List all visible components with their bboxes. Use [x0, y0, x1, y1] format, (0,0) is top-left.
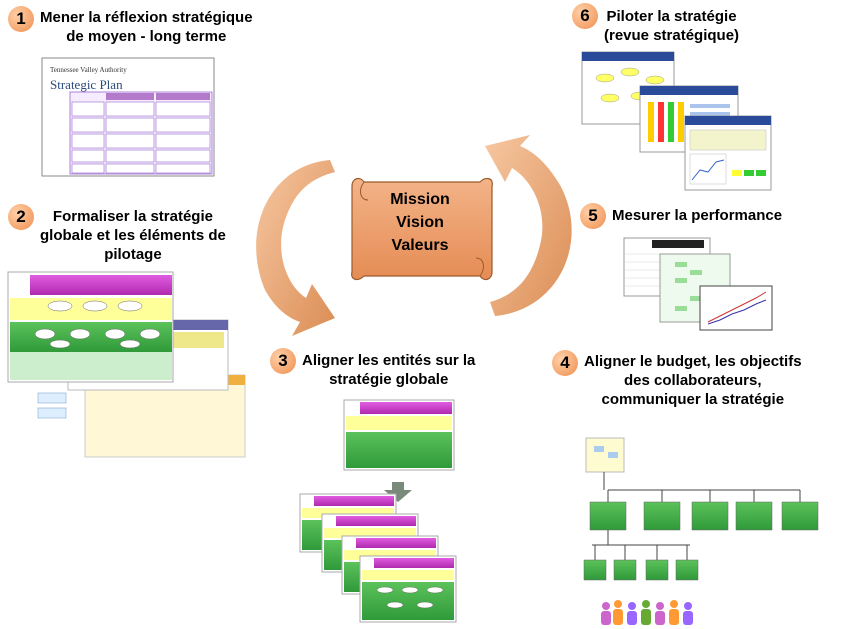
step-2-title: Formaliser la stratégie globale et les é… [40, 208, 226, 263]
mission-vision-values: Mission Vision Valeurs [358, 188, 482, 268]
step-5: 5 Mesurer la performance [580, 203, 782, 229]
tva-plan-title: Strategic Plan [50, 77, 123, 92]
step-3: 3 Aligner les entités sur la stratégie g… [270, 348, 475, 389]
scroll-line-mission: Mission [390, 191, 450, 208]
tva-org-label: Tennessee Valley Authority [50, 66, 127, 74]
left-cycle-arrow-icon [256, 160, 335, 336]
step-4-title: Aligner le budget, les objectifs des col… [584, 353, 802, 408]
mission-scroll [351, 177, 493, 281]
step-6-number: 6 [572, 3, 598, 29]
org-chart-cascade [583, 437, 819, 625]
step-1-title: Mener la réflexion stratégique de moyen … [40, 9, 253, 45]
step-5-number: 5 [580, 203, 606, 229]
step-6: 6 Piloter la stratégie (revue stratégiqu… [572, 3, 739, 45]
entities-alignment-sheets [299, 399, 457, 623]
step-5-title: Mesurer la performance [612, 207, 783, 224]
step-4: 4 Aligner le budget, les objectifs des c… [552, 350, 802, 409]
right-cycle-arrow-icon [485, 135, 572, 316]
step-2-number: 2 [8, 204, 34, 230]
step-3-title: Aligner les entités sur la stratégie glo… [302, 352, 476, 388]
strategic-plan-document: Tennessee Valley Authority Strategic Pla… [41, 57, 215, 177]
strategy-dashboard-screens [581, 51, 772, 191]
strategy-formalization-sheets [7, 271, 246, 458]
step-1-number: 1 [8, 6, 34, 32]
people-group-icon [601, 600, 693, 625]
step-6-title: Piloter la stratégie (revue stratégique) [604, 8, 740, 44]
step-2: 2 Formaliser la stratégie globale et les… [8, 204, 226, 264]
performance-reports [623, 237, 773, 331]
scroll-line-vision: Vision [396, 214, 444, 231]
step-3-number: 3 [270, 348, 296, 374]
scroll-line-values: Valeurs [391, 237, 449, 254]
step-1: 1 Mener la réflexion stratégique de moye… [8, 6, 253, 46]
step-4-number: 4 [552, 350, 578, 376]
down-arrow-icon [384, 482, 412, 502]
